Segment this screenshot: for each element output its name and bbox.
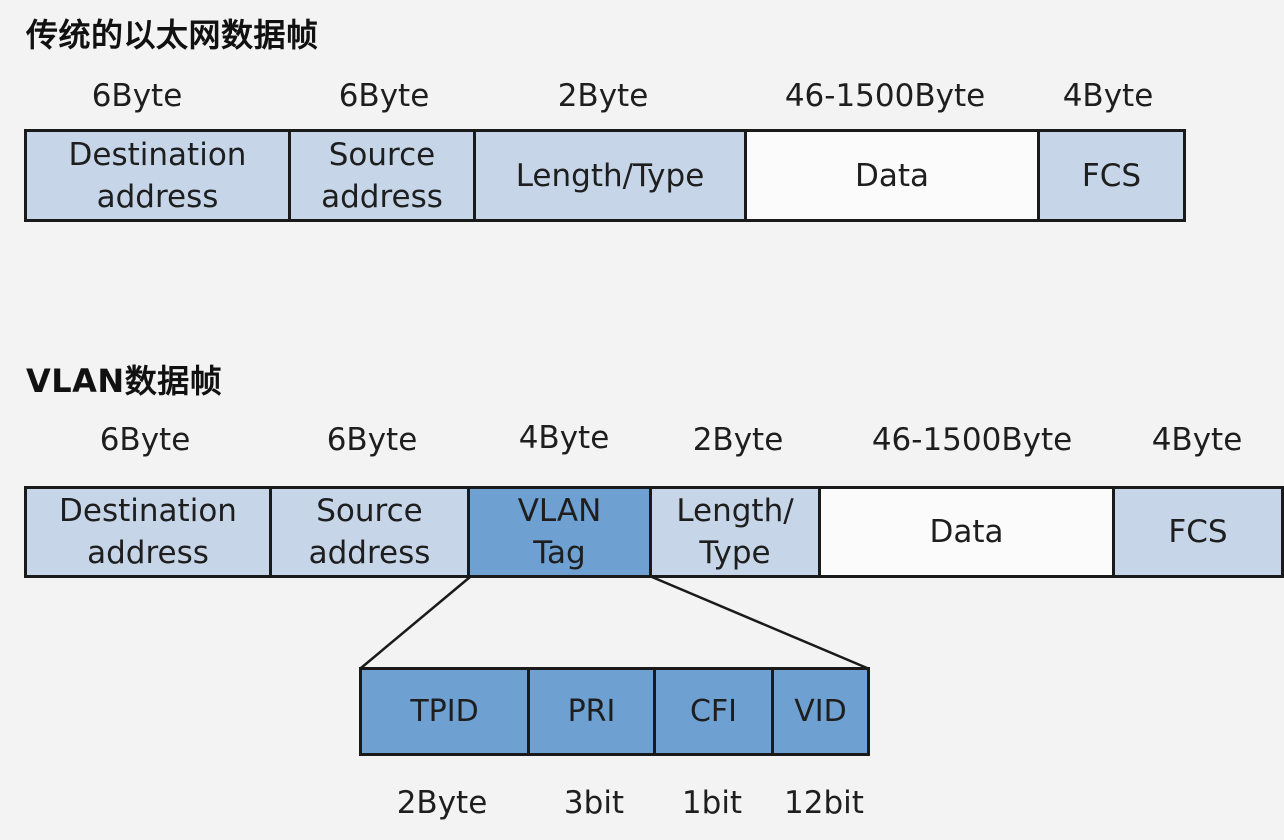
size-label-dest: 6Byte [99,422,191,458]
field-fcs: FCS [1037,129,1186,222]
size-label-source: 6Byte [326,422,418,458]
field-fcs: FCS [1112,486,1284,578]
field-data: Data [818,486,1115,578]
vlan-frame: Destination address Source address VLAN … [24,486,1284,578]
size-label-vlan-tag: 4Byte [518,420,610,456]
size-label-fcs: 4Byte [1151,422,1243,458]
field-source-address: Source address [288,129,476,222]
vlan-frame-title: VLAN数据帧 [26,362,223,400]
field-length-type: Length/Type [473,129,747,222]
size-label-dest: 6Byte [91,78,183,114]
field-destination-address: Destination address [24,129,291,222]
field-source-address: Source address [269,486,470,578]
traditional-frame: Destination address Source address Lengt… [24,129,1186,222]
size-label-length-type: 2Byte [692,422,784,458]
tag-size-cfi: 1bit [681,785,743,821]
connector-line-left [360,576,471,669]
tag-size-tpid: 2Byte [396,785,488,821]
size-label-source: 6Byte [338,78,430,114]
traditional-frame-title: 传统的以太网数据帧 [26,16,319,54]
tag-field-vid: VID [771,667,870,756]
size-label-data: 46-1500Byte [871,422,1073,458]
size-label-length-type: 2Byte [557,78,649,114]
tag-field-cfi: CFI [653,667,774,756]
size-label-fcs: 4Byte [1062,78,1154,114]
field-vlan-tag: VLAN Tag [467,486,652,578]
connector-line-right [651,575,868,670]
tag-field-tpid: TPID [359,667,530,756]
tag-size-pri: 3bit [563,785,625,821]
tag-size-vid: 12bit [784,785,864,821]
vlan-tag-expansion: TPID PRI CFI VID [359,667,870,756]
size-label-data: 46-1500Byte [784,78,986,114]
tag-field-pri: PRI [527,667,656,756]
field-destination-address: Destination address [24,486,272,578]
field-length-type: Length/ Type [649,486,821,578]
